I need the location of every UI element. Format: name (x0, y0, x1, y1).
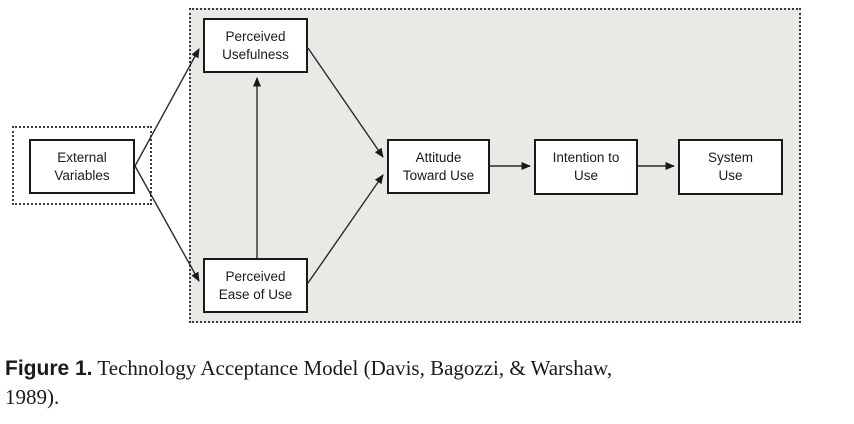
figure-caption-text: Technology Acceptance Model (Davis, Bago… (5, 356, 613, 409)
node-perceived-ease-of-use: Perceived Ease of Use (203, 258, 308, 313)
node-system-use: System Use (678, 139, 783, 195)
node-intention-to-use: Intention to Use (534, 139, 638, 195)
node-attitude-toward-use: Attitude Toward Use (387, 139, 490, 194)
node-perceived-usefulness: Perceived Usefulness (203, 18, 308, 73)
figure-caption: Figure 1. Technology Acceptance Model (D… (5, 354, 629, 412)
node-external-variables: External Variables (29, 139, 135, 194)
figure-caption-label: Figure 1. (5, 357, 93, 380)
